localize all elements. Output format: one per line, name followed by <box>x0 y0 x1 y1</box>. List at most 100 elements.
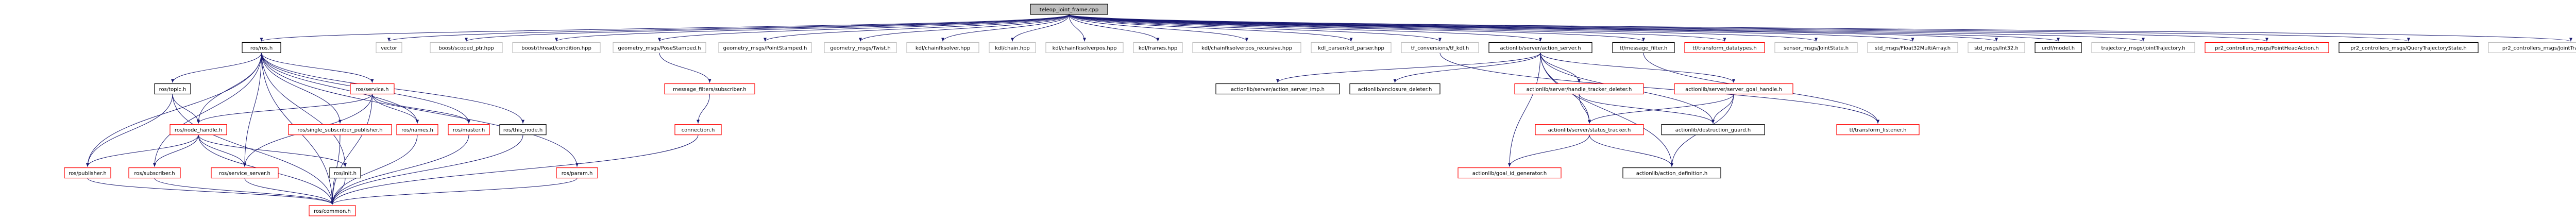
graph-edge <box>1069 14 1160 42</box>
graph-edge <box>1276 53 1541 83</box>
graph-edge <box>1540 53 1735 83</box>
graph-edge <box>153 134 199 167</box>
node-label: actionlib/server/server_goal_handle.h <box>1685 87 1782 92</box>
graph-node-ros-single-pub[interactable]: ros/single_subscriber_publisher.h <box>288 124 392 136</box>
graph-node-ros-init[interactable]: ros/init.h <box>329 167 361 179</box>
graph-node-tf-conversions: tf_conversions/tf_kdl.h <box>1401 42 1479 53</box>
graph-edge <box>1069 14 2145 42</box>
node-label: geometry_msgs/PointStamped.h <box>723 45 807 51</box>
node-box <box>1674 83 1793 95</box>
node-box <box>154 83 191 95</box>
node-label: ros/single_subscriber_publisher.h <box>297 128 382 133</box>
node-label: ros/topic.h <box>159 87 187 92</box>
graph-edge <box>260 14 1070 42</box>
graph-node-ros-service[interactable]: ros/service.h <box>350 83 395 95</box>
node-label: ros/this_node.h <box>503 128 543 133</box>
graph-node-action-server[interactable]: actionlib/server/action_server.h <box>1488 42 1592 53</box>
graph-node-scoped-ptr: boost/scoped_ptr.hpp <box>430 42 503 53</box>
graph-node-server-goal-handle[interactable]: actionlib/server/server_goal_handle.h <box>1674 83 1793 95</box>
graph-node-enclosure-deleter[interactable]: actionlib/enclosure_deleter.h <box>1349 83 1440 95</box>
graph-node-ros-this-node[interactable]: ros/this_node.h <box>499 124 547 136</box>
graph-edge <box>261 53 374 83</box>
graph-edge <box>1069 14 1818 42</box>
node-label: ros/publisher.h <box>69 171 107 177</box>
graph-node-pr2-querytraj[interactable]: pr2_controllers_msgs/QueryTrajectoryStat… <box>2338 42 2479 53</box>
graph-edge <box>1069 14 2410 42</box>
node-box <box>376 42 402 53</box>
graph-edge <box>1393 53 1541 83</box>
node-box <box>1774 42 1858 53</box>
graph-edge <box>87 178 334 205</box>
graph-node-urdf-model[interactable]: urdf/model.h <box>2035 42 2082 53</box>
graph-node-ros-h[interactable]: ros/ros.h <box>242 42 281 53</box>
node-box <box>430 42 503 53</box>
graph-edge <box>261 53 579 167</box>
graph-node-ros-subscriber[interactable]: ros/subscriber.h <box>128 167 181 179</box>
graph-node-ros-service-server[interactable]: ros/service_server.h <box>211 167 279 179</box>
graph-edge <box>658 14 1070 42</box>
graph-node-ros-master[interactable]: ros/master.h <box>448 124 490 136</box>
node-label: pr2_controllers_msgs/QueryTrajectoryStat… <box>2350 45 2466 51</box>
node-box <box>906 42 979 53</box>
graph-node-ros-names[interactable]: ros/names.h <box>396 124 438 136</box>
node-box <box>1458 167 1562 179</box>
node-box <box>1488 42 1592 53</box>
node-box <box>396 124 438 136</box>
graph-node-action-definition[interactable]: actionlib/action_definition.h <box>1622 167 1721 179</box>
graph-node-msg-filters-sub[interactable]: message_filters/subscriber.h <box>664 83 755 95</box>
graph-node-status-tracker[interactable]: actionlib/server/status_tracker.h <box>1535 124 1644 136</box>
graph-edge <box>172 94 334 205</box>
graph-node-destruction-guard[interactable]: actionlib/destruction_guard.h <box>1661 124 1765 136</box>
graph-node-root[interactable]: teleop_joint_frame.cpp <box>1030 4 1108 15</box>
graph-node-ros-topic[interactable]: ros/topic.h <box>154 83 191 95</box>
node-box <box>1349 83 1440 95</box>
graph-edge <box>153 53 262 167</box>
node-box <box>1622 167 1721 179</box>
graph-node-handle-tracker[interactable]: actionlib/server/handle_tracker_deleter.… <box>1514 83 1644 95</box>
node-label: ros/master.h <box>453 128 485 133</box>
graph-edge <box>261 53 419 124</box>
graph-node-int32: std_msgs/Int32.h <box>1968 42 2025 53</box>
node-label: boost/thread/condition.hpp <box>521 45 591 51</box>
graph-node-condvar: boost/thread/condition.hpp <box>512 42 601 53</box>
node-box <box>1030 4 1108 15</box>
graph-node-filter[interactable]: tf/message_filter.h <box>1612 42 1675 53</box>
graph-node-pr2-jtcs: pr2_controllers_msgs/JointTrajectoryCont… <box>2488 42 2576 53</box>
node-box <box>1612 42 1675 53</box>
graph-edge <box>1069 14 2268 42</box>
graph-node-goal-id-gen[interactable]: actionlib/goal_id_generator.h <box>1458 167 1562 179</box>
graph-node-connection[interactable]: connection.h <box>674 124 722 136</box>
node-box <box>2205 42 2329 53</box>
node-label: kdl/frames.hpp <box>1139 45 1177 51</box>
node-box <box>1535 124 1644 136</box>
node-label: urdf/model.h <box>2042 45 2075 51</box>
graph-edge <box>697 94 710 124</box>
node-label: actionlib/destruction_guard.h <box>1675 128 1751 133</box>
graph-node-pr2-jointtraj[interactable]: pr2_controllers_msgs/PointHeadAction.h <box>2205 42 2329 53</box>
graph-node-kdlchain: kdl/chain.hpp <box>989 42 1036 53</box>
graph-edge <box>1069 14 2572 42</box>
graph-node-ros-publisher[interactable]: ros/publisher.h <box>64 167 111 179</box>
graph-edge <box>86 94 173 167</box>
graph-node-ros-param[interactable]: ros/param.h <box>556 167 598 179</box>
graph-node-pointstamped: geometry_msgs/PointStamped.h <box>718 42 812 53</box>
node-box <box>64 167 111 179</box>
graph-node-twist: geometry_msgs/Twist.h <box>824 42 897 53</box>
node-box <box>512 42 601 53</box>
graph-node-tf-datatypes[interactable]: tf/transform_datatypes.h <box>1684 42 1765 53</box>
graph-node-treefksolver: kdl/chainfksolver.hpp <box>906 42 979 53</box>
graph-node-ros-common[interactable]: ros/common.h <box>309 205 356 216</box>
graph-edge <box>1711 94 1734 124</box>
node-box <box>350 83 395 95</box>
graph-node-as-imp[interactable]: actionlib/server/action_server_imp.h <box>1215 83 1340 95</box>
graph-node-jointstate: sensor_msgs/JointState.h <box>1774 42 1858 53</box>
node-box <box>1311 42 1392 53</box>
node-label: ros/subscriber.h <box>134 171 175 177</box>
graph-edge <box>331 134 699 205</box>
graph-node-tf-listener[interactable]: tf/transform_listener.h <box>1836 124 1920 136</box>
graph-edge <box>465 14 1070 42</box>
graph-node-ros-node-handle[interactable]: ros/node_handle.h <box>170 124 227 136</box>
node-label: std_msgs/Float32MultiArray.h <box>1875 45 1951 51</box>
node-label: connection.h <box>682 128 715 133</box>
node-label: teleop_joint_frame.cpp <box>1040 7 1098 13</box>
